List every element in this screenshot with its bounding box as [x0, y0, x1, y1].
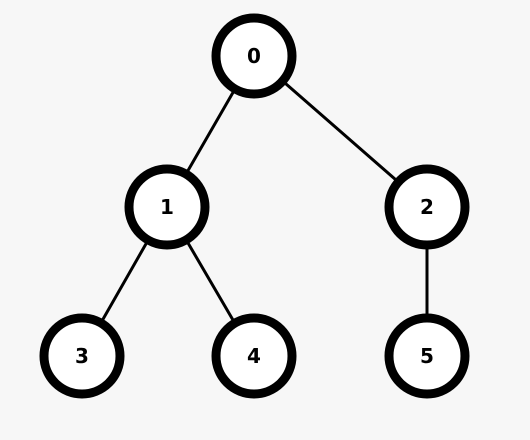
node-0: 0 — [211, 13, 297, 99]
node-circle-3 — [39, 313, 125, 399]
tree-nodes: 0 1 2 3 4 5 — [39, 13, 470, 399]
node-circle-5 — [384, 313, 470, 399]
node-circle-2 — [384, 164, 470, 250]
node-2: 2 — [384, 164, 470, 250]
node-circle-0 — [211, 13, 297, 99]
node-label-2: 2 — [420, 195, 434, 219]
node-4: 4 — [211, 313, 297, 399]
node-label-4: 4 — [247, 344, 261, 368]
node-label-5: 5 — [420, 344, 434, 368]
node-1: 1 — [124, 164, 210, 250]
node-3: 3 — [39, 313, 125, 399]
node-label-3: 3 — [75, 344, 89, 368]
node-circle-4 — [211, 313, 297, 399]
node-circle-1 — [124, 164, 210, 250]
node-label-1: 1 — [160, 195, 174, 219]
node-label-0: 0 — [247, 44, 261, 68]
node-5: 5 — [384, 313, 470, 399]
